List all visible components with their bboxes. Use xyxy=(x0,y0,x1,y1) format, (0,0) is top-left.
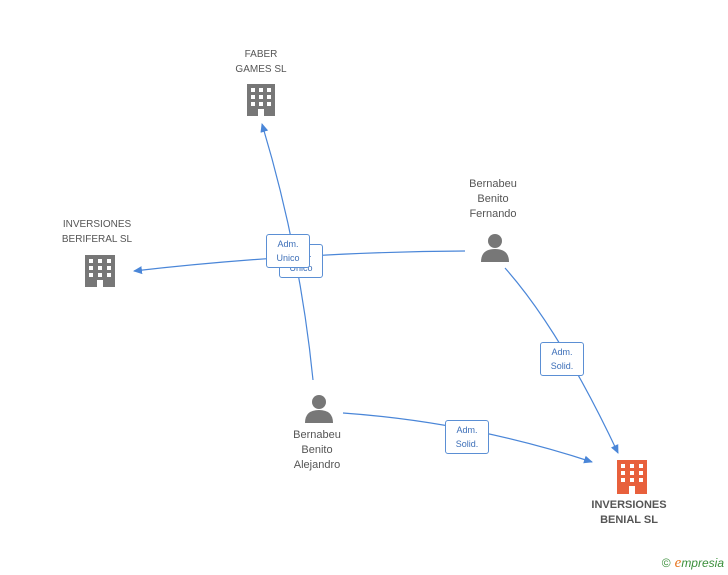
edge-label-adm-solid-alejandro: Adm. Solid. xyxy=(445,420,489,454)
fernando-label-line2: Benito xyxy=(477,193,509,205)
benial-label-line2: BENIAL SL xyxy=(600,514,658,526)
person-icon xyxy=(481,234,509,262)
alejandro-label-line3: Alejandro xyxy=(293,459,341,471)
empresia-logo-initial: e xyxy=(674,555,682,571)
fernando-label-line1: Bernabeu xyxy=(469,178,517,190)
beriferal-label-line1: INVERSIONES xyxy=(62,219,132,230)
empresia-logo-text: mpresia xyxy=(681,556,724,570)
alejandro-label-line1: Bernabeu xyxy=(293,429,341,441)
edge-label-line1: Adm. xyxy=(277,239,299,249)
person-icon xyxy=(305,395,333,423)
faber-label-line1: FABER xyxy=(244,49,278,60)
edge-label-adm-solid-fernando: Adm. Solid. xyxy=(540,342,584,376)
edge-label-line2: Solid. xyxy=(455,439,479,449)
building-icon xyxy=(85,255,115,287)
edge-label-line2: Unico xyxy=(276,253,300,263)
edge-label-adm-unico: Adm. Unico xyxy=(266,234,310,268)
alejandro-label-line2: Benito xyxy=(301,444,333,456)
bernabeu-benito-fernando-label[interactable]: Bernabeu Benito Fernando xyxy=(443,177,543,222)
inversiones-beriferal-label[interactable]: INVERSIONES BERIFERAL SL xyxy=(42,217,152,247)
benial-label-line1: INVERSIONES xyxy=(591,499,667,511)
bernabeu-benito-alejandro-label[interactable]: Bernabeu Benito Alejandro xyxy=(267,428,367,473)
edge-label-line1: Adm. xyxy=(456,425,478,435)
edge-label-line1: Adm. xyxy=(551,347,573,357)
edge-label-line2: Solid. xyxy=(550,361,574,371)
copyright-icon: © xyxy=(661,556,671,570)
fernando-label-line3: Fernando xyxy=(469,208,517,220)
beriferal-label-line2: BERIFERAL SL xyxy=(61,234,133,245)
empresia-footer[interactable]: ©empresia xyxy=(662,555,724,572)
faber-games-label[interactable]: FABER GAMES SL xyxy=(211,47,311,77)
building-icon xyxy=(617,460,647,494)
edge-label-line2: Unico xyxy=(289,263,313,273)
inversiones-benial-label[interactable]: INVERSIONES BENIAL SL xyxy=(574,498,684,528)
faber-label-line2: GAMES SL xyxy=(235,64,287,75)
building-icon xyxy=(247,84,275,116)
